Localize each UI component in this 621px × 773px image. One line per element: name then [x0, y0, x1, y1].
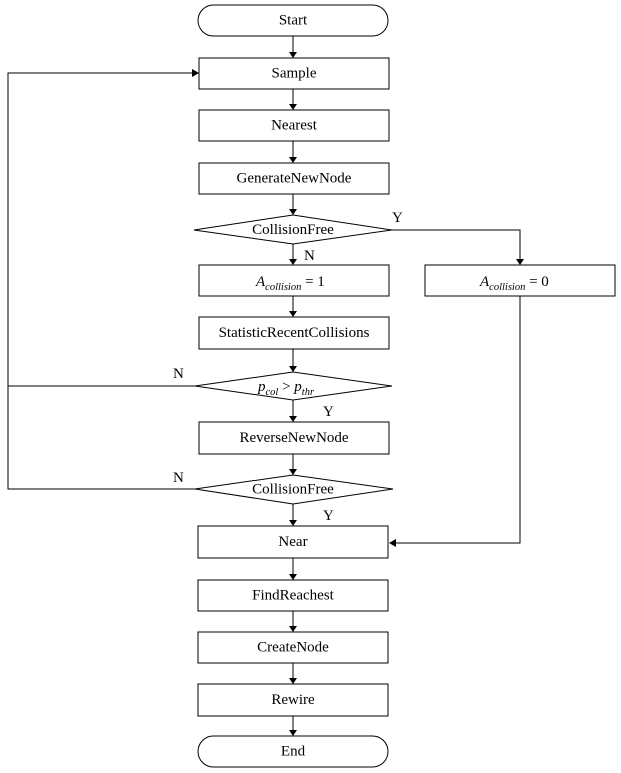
- p-col-sub: col: [266, 387, 279, 398]
- end-terminal: End: [197, 735, 389, 768]
- rewire-label: Rewire: [271, 692, 315, 708]
- near-label: Near: [278, 534, 307, 550]
- a-collision-one-value: = 1: [301, 274, 324, 290]
- sample-process: Sample: [198, 57, 390, 90]
- a-collision-one-process: Acollision = 1: [198, 264, 390, 297]
- p-thr-var: p: [293, 379, 302, 395]
- nearest-process: Nearest: [198, 109, 390, 142]
- start-terminal: Start: [197, 4, 389, 37]
- a-collision-zero-process: Acollision = 0: [424, 264, 616, 297]
- reverse-new-node-label: ReverseNewNode: [239, 430, 348, 446]
- end-label: End: [281, 744, 306, 760]
- a-collision-zero-sub: collision: [489, 282, 525, 293]
- no-label-1: N: [304, 248, 315, 264]
- near-process: Near: [197, 525, 389, 559]
- create-node-label: CreateNode: [257, 640, 329, 656]
- a-collision-zero-var: A: [479, 274, 490, 290]
- a-collision-zero-value: = 0: [525, 274, 548, 290]
- statistic-label: StatisticRecentCollisions: [219, 325, 370, 341]
- yes-label-1: Y: [392, 210, 403, 226]
- reverse-new-node-process: ReverseNewNode: [198, 421, 390, 455]
- connectors: [7, 36, 524, 736]
- a-collision-one-sub: collision: [265, 282, 301, 293]
- yes-label-3: Y: [323, 508, 334, 524]
- find-reachest-process: FindReachest: [197, 579, 389, 612]
- rewire-process: Rewire: [197, 683, 389, 717]
- start-label: Start: [279, 13, 308, 29]
- no-label-2: N: [173, 366, 184, 382]
- generate-new-node-label: GenerateNewNode: [237, 171, 352, 187]
- statistic-recent-collisions-process: StatisticRecentCollisions: [198, 316, 390, 350]
- collision-free-2-label: CollisionFree: [252, 482, 334, 498]
- a-collision-one-expression: Acollision = 1: [255, 274, 325, 293]
- create-node-process: CreateNode: [197, 631, 389, 664]
- a-collision-one-var: A: [255, 274, 266, 290]
- yes-label-2: Y: [323, 404, 334, 420]
- p-thr-sub: thr: [302, 387, 315, 398]
- p-col-var: p: [257, 379, 266, 395]
- find-reachest-label: FindReachest: [252, 588, 334, 604]
- no-label-3: N: [173, 470, 184, 486]
- gt-sign: >: [278, 379, 294, 395]
- a-collision-zero-expression: Acollision = 0: [479, 274, 549, 293]
- collision-free-decision-1: CollisionFree: [193, 214, 393, 245]
- nearest-label: Nearest: [271, 118, 318, 134]
- sample-label: Sample: [272, 66, 317, 82]
- collision-free-decision-2: CollisionFree: [194, 474, 394, 505]
- generate-new-node-process: GenerateNewNode: [198, 162, 390, 195]
- p-col-threshold-decision: pcol > pthr: [194, 371, 393, 401]
- p-col-threshold-expression: pcol > pthr: [257, 379, 315, 398]
- collision-free-1-label: CollisionFree: [252, 222, 334, 238]
